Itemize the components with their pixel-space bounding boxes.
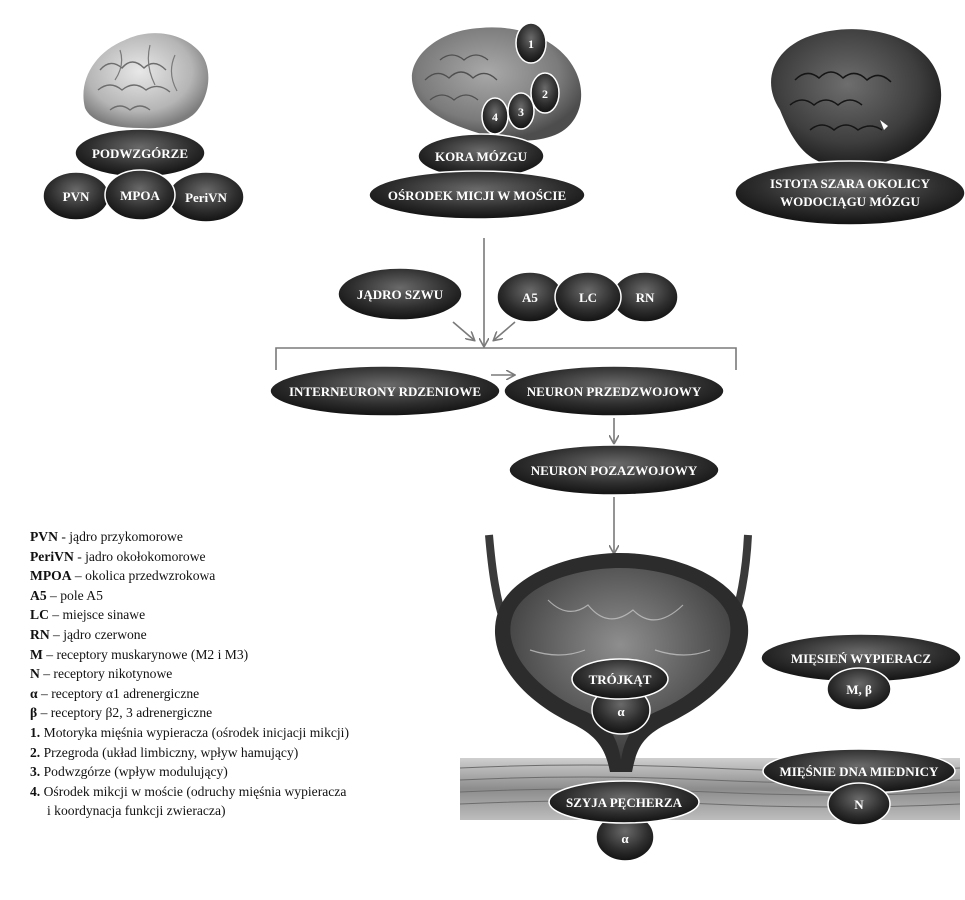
- node-trojkat: TRÓJKĄT: [572, 659, 668, 699]
- brain-marker-2-label: 2: [542, 87, 548, 101]
- brain-marker-2: 2: [531, 73, 559, 113]
- node-interneurony: INTERNEURONY RDZENIOWE: [270, 366, 500, 416]
- node-szyja-pecherza-label: SZYJA PĘCHERZA: [566, 795, 683, 810]
- brain-marker-4: 4: [482, 98, 508, 134]
- node-szyja-pecherza: SZYJA PĘCHERZA: [549, 781, 699, 823]
- node-neuron-pozazwojowy-label: NEURON POZAZWOJOWY: [531, 463, 698, 478]
- legend-item: PeriVN - jadro okołokomorowe: [30, 547, 410, 567]
- node-mpoa: MPOA: [105, 170, 175, 220]
- node-miesien-wypieracz-label: MIĘSIEŃ WYPIERACZ: [791, 651, 932, 666]
- node-istota-szara: ISTOTA SZARA OKOLICY WODOCIĄGU MÓZGU: [735, 161, 965, 225]
- legend-item: M – receptory muskarynowe (M2 i M3): [30, 645, 410, 665]
- node-lc: LC: [555, 272, 621, 322]
- node-jadro-szwu: JĄDRO SZWU: [338, 268, 462, 320]
- legend-item: 2. Przegroda (układ limbiczny, wpływ ham…: [30, 743, 410, 763]
- node-osrodek-mikcji: OŚRODEK MICJI W MOŚCIE: [369, 171, 585, 219]
- node-pvn: PVN: [43, 172, 109, 220]
- legend-item: α – receptory α1 adrenergiczne: [30, 684, 410, 704]
- node-m-beta: M, β: [827, 668, 891, 710]
- node-perivn-label: PeriVN: [185, 190, 227, 205]
- node-miesnie-dna-miednicy-label: MIĘŚNIE DNA MIEDNICY: [780, 764, 940, 779]
- legend-item: i koordynacja funkcji zwieracza): [30, 801, 410, 821]
- node-mpoa-label: MPOA: [120, 188, 160, 203]
- legend-item: LC – miejsce sinawe: [30, 605, 410, 625]
- node-pvn-label: PVN: [63, 189, 90, 204]
- arrow-jadro-szwu: [453, 322, 474, 340]
- brain-image-left: [83, 33, 208, 128]
- node-istota-line2: WODOCIĄGU MÓZGU: [780, 194, 920, 209]
- legend-item: RN – jądro czerwone: [30, 625, 410, 645]
- brain-marker-1-label: 1: [528, 37, 534, 51]
- legend: PVN - jądro przykomorowe PeriVN - jadro …: [30, 527, 410, 821]
- arrow-a5-lc-rn: [494, 322, 515, 340]
- node-rn: RN: [612, 272, 678, 322]
- node-m-beta-label: M, β: [846, 682, 872, 697]
- legend-item: N – receptory nikotynowe: [30, 664, 410, 684]
- node-neuron-przedzwojowy-label: NEURON PRZEDZWOJOWY: [527, 384, 702, 399]
- node-jadro-szwu-label: JĄDRO SZWU: [357, 287, 444, 302]
- node-n-label: N: [854, 797, 864, 812]
- node-osrodek-mikcji-label: OŚRODEK MICJI W MOŚCIE: [388, 188, 566, 203]
- node-a5-label: A5: [522, 290, 538, 305]
- brain-marker-3: 3: [508, 93, 534, 129]
- legend-item: 4. Ośrodek mikcji w moście (odruchy mięś…: [30, 782, 410, 802]
- node-alpha-szyja-label: α: [621, 831, 629, 846]
- node-podwzgorze-label: PODWZGÓRZE: [92, 146, 188, 161]
- legend-item: A5 – pole A5: [30, 586, 410, 606]
- node-trojkat-label: TRÓJKĄT: [589, 672, 652, 687]
- node-a5: A5: [497, 272, 563, 322]
- node-alpha-trojkat-label: α: [617, 704, 625, 719]
- brain-image-right: [771, 29, 941, 167]
- node-kora-mozgu-label: KORA MÓZGU: [435, 149, 528, 164]
- legend-item: MPOA – okolica przedwzrokowa: [30, 566, 410, 586]
- brain-marker-1: 1: [516, 23, 546, 63]
- legend-item: β – receptory β2, 3 adrenergiczne: [30, 703, 410, 723]
- node-istota-line1: ISTOTA SZARA OKOLICY: [770, 176, 931, 191]
- node-neuron-pozazwojowy: NEURON POZAZWOJOWY: [509, 445, 719, 495]
- legend-item: PVN - jądro przykomorowe: [30, 527, 410, 547]
- node-lc-label: LC: [579, 290, 597, 305]
- brain-marker-3-label: 3: [518, 105, 524, 119]
- bracket-line: [276, 348, 736, 370]
- node-interneurony-label: INTERNEURONY RDZENIOWE: [289, 384, 481, 399]
- legend-item: 1. Motoryka mięśnia wypieracza (ośrodek …: [30, 723, 410, 743]
- node-rn-label: RN: [636, 290, 655, 305]
- node-neuron-przedzwojowy: NEURON PRZEDZWOJOWY: [504, 366, 724, 416]
- brain-marker-4-label: 4: [492, 110, 498, 124]
- node-perivn: PeriVN: [168, 172, 244, 222]
- node-n: N: [828, 783, 890, 825]
- legend-item: 3. Podwzgórze (wpływ modulujący): [30, 762, 410, 782]
